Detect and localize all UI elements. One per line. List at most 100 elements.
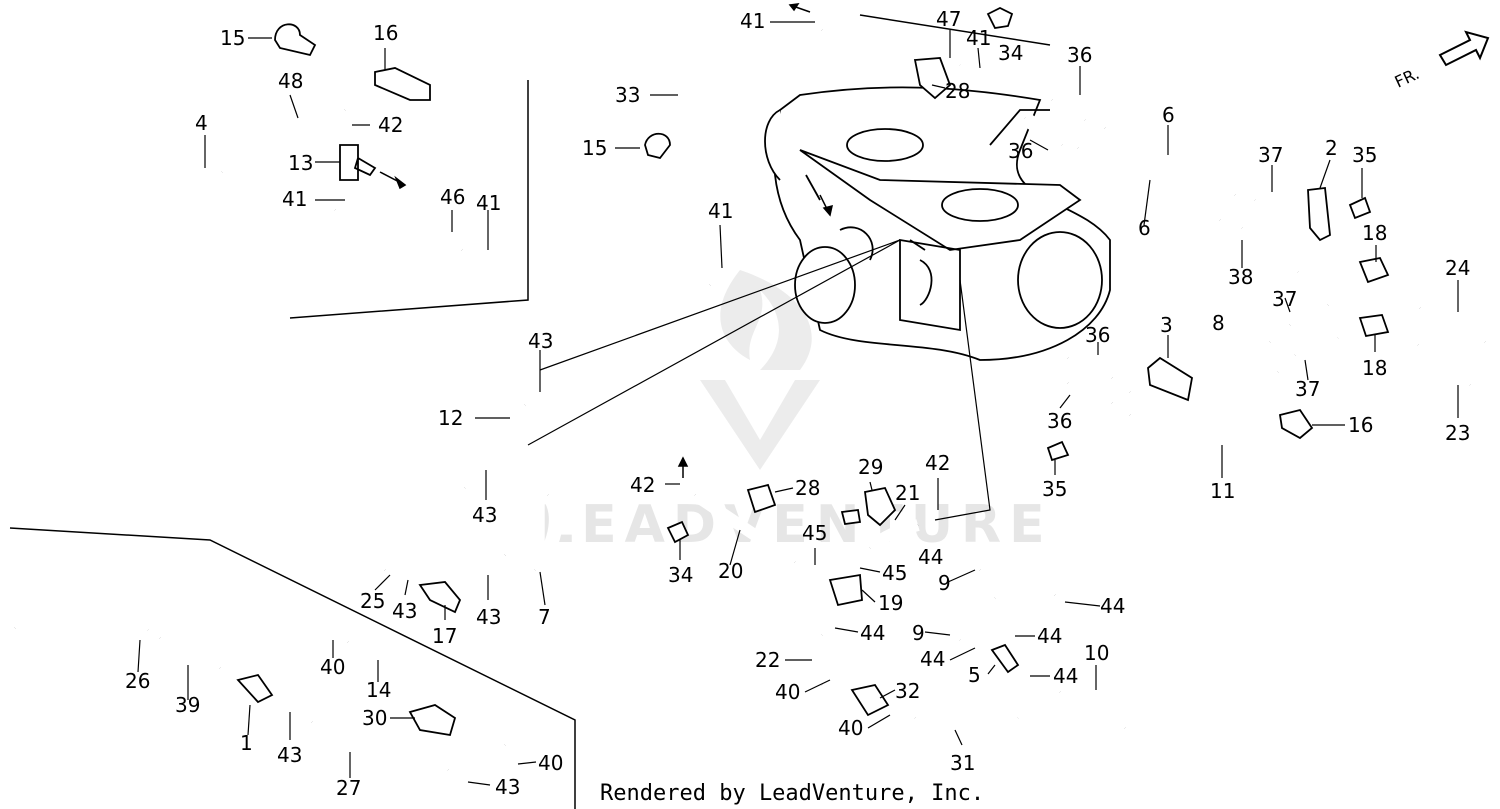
callout-35: 35 bbox=[1042, 477, 1067, 501]
callout-44: 44 bbox=[918, 545, 943, 569]
callout-23: 23 bbox=[1445, 421, 1470, 445]
clamp-28-a bbox=[913, 57, 952, 100]
callout-26: 26 bbox=[125, 669, 150, 693]
callout-32: 32 bbox=[895, 679, 920, 703]
callout-44: 44 bbox=[1053, 664, 1078, 688]
callout-24: 24 bbox=[1445, 256, 1470, 280]
hose-33 bbox=[683, 95, 711, 293]
bolt-34-a bbox=[986, 6, 1014, 29]
callout-6: 6 bbox=[1138, 216, 1151, 240]
callout-34: 34 bbox=[998, 41, 1023, 65]
joint-19 bbox=[828, 573, 863, 607]
callout-9: 9 bbox=[912, 621, 925, 645]
callout-40: 40 bbox=[538, 751, 563, 775]
callout-13: 13 bbox=[288, 151, 313, 175]
callout-15: 15 bbox=[220, 26, 245, 50]
bolt-35-b bbox=[1046, 440, 1070, 462]
callout-43: 43 bbox=[392, 599, 417, 623]
t-joint-17 bbox=[418, 581, 462, 614]
callout-36: 36 bbox=[1067, 43, 1092, 67]
fr-label: FR. bbox=[1392, 64, 1423, 92]
callout-10: 10 bbox=[1084, 641, 1109, 665]
callout-44: 44 bbox=[860, 621, 885, 645]
callout-labels: 15 16 48 4 42 13 41 46 41 33 15 41 41 47… bbox=[125, 7, 1470, 800]
bolt-45 bbox=[840, 508, 862, 525]
watermark-text: LEADVENTURE bbox=[540, 495, 1053, 555]
leader-lines bbox=[527, 239, 991, 521]
callout-12: 12 bbox=[438, 406, 463, 430]
callout-37: 37 bbox=[1258, 143, 1283, 167]
fr-direction: FR. bbox=[1392, 30, 1490, 92]
callout-42: 42 bbox=[630, 473, 655, 497]
bracket-16-a bbox=[374, 67, 431, 101]
callout-14: 14 bbox=[366, 678, 391, 702]
watermark-v-icon bbox=[700, 380, 820, 470]
callout-33: 33 bbox=[615, 83, 640, 107]
callout-43: 43 bbox=[472, 503, 497, 527]
callout-41: 41 bbox=[966, 26, 991, 50]
watermark-logo-icon bbox=[720, 270, 812, 370]
hoses bbox=[14, 25, 1490, 789]
cross-18-b bbox=[1358, 314, 1390, 338]
callout-39: 39 bbox=[175, 693, 200, 717]
callout-11: 11 bbox=[1210, 479, 1235, 503]
callout-44: 44 bbox=[1100, 594, 1125, 618]
callout-5: 5 bbox=[968, 663, 981, 687]
footer-credit: Rendered by LeadVenture, Inc. bbox=[600, 781, 984, 806]
watermark: LEADVENTURE bbox=[540, 270, 1053, 555]
clip-2 bbox=[1307, 186, 1331, 242]
callout-37: 37 bbox=[1272, 287, 1297, 311]
callout-40: 40 bbox=[775, 680, 800, 704]
holder-15-b bbox=[644, 132, 671, 160]
callout-36: 36 bbox=[1085, 323, 1110, 347]
cross-18-a bbox=[1358, 256, 1390, 284]
fittings bbox=[236, 6, 1390, 737]
callout-45: 45 bbox=[802, 521, 827, 545]
callout-36: 36 bbox=[1008, 139, 1033, 163]
callout-38: 38 bbox=[1228, 265, 1253, 289]
callout-41: 41 bbox=[282, 187, 307, 211]
joint-5 bbox=[990, 643, 1020, 674]
callout-46: 46 bbox=[440, 185, 465, 209]
clamp-30 bbox=[408, 704, 457, 737]
bolt-34-b bbox=[666, 520, 690, 544]
callout-43: 43 bbox=[528, 329, 553, 353]
callout-36: 36 bbox=[1047, 409, 1072, 433]
callout-17: 17 bbox=[432, 624, 457, 648]
callout-34: 34 bbox=[668, 563, 693, 587]
callout-35: 35 bbox=[1352, 143, 1377, 167]
callout-48: 48 bbox=[278, 69, 303, 93]
callout-22: 22 bbox=[755, 648, 780, 672]
callout-6: 6 bbox=[1162, 103, 1175, 127]
joint-1 bbox=[236, 673, 274, 704]
bracket-29 bbox=[863, 486, 897, 527]
callout-19: 19 bbox=[878, 591, 903, 615]
joint-32 bbox=[850, 683, 890, 717]
pipe-26 bbox=[14, 593, 149, 631]
callout-15: 15 bbox=[582, 136, 607, 160]
callout-18: 18 bbox=[1362, 356, 1387, 380]
callout-43: 43 bbox=[277, 743, 302, 767]
section-lines bbox=[9, 14, 1051, 809]
callout-41: 41 bbox=[708, 199, 733, 223]
callout-43: 43 bbox=[476, 605, 501, 629]
bracket-3 bbox=[1147, 356, 1193, 402]
callout-1: 1 bbox=[240, 731, 253, 755]
callout-leaders bbox=[137, 21, 1459, 786]
callout-20: 20 bbox=[718, 559, 743, 583]
t-joint-13 bbox=[339, 144, 377, 181]
callout-3: 3 bbox=[1160, 313, 1173, 337]
holder-15-a bbox=[274, 23, 317, 57]
bolt-35-a bbox=[1348, 196, 1372, 220]
callout-25: 25 bbox=[360, 589, 385, 613]
carburetor-assembly bbox=[764, 86, 1111, 361]
callout-9: 9 bbox=[938, 571, 951, 595]
callout-40: 40 bbox=[320, 655, 345, 679]
callout-40: 40 bbox=[838, 716, 863, 740]
callout-2: 2 bbox=[1325, 136, 1338, 160]
callout-41: 41 bbox=[476, 191, 501, 215]
callout-45: 45 bbox=[882, 561, 907, 585]
callout-21: 21 bbox=[895, 481, 920, 505]
callout-28: 28 bbox=[795, 476, 820, 500]
